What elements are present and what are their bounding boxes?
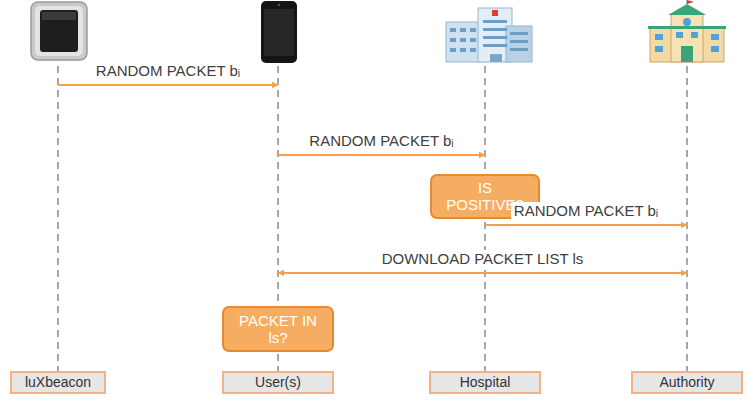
message-label: DOWNLOAD PACKET LIST ls	[379, 250, 587, 268]
node-text: Hospital	[460, 375, 511, 390]
message-label: RANDOM PACKET bᵢ	[511, 202, 661, 220]
lifeline	[484, 66, 486, 371]
node-text: Authority	[659, 375, 714, 390]
node-text: PACKET IN ls?	[232, 312, 324, 347]
beacon-icon	[31, 2, 87, 60]
participant-box: Hospital	[429, 371, 541, 394]
participant-box: Authority	[631, 371, 743, 394]
lifeline	[686, 66, 688, 371]
participant-box: User(s)	[222, 371, 334, 394]
lifelines	[58, 66, 687, 371]
phone-icon	[261, 1, 297, 63]
node-text: User(s)	[255, 375, 301, 390]
authority-icon	[648, 0, 726, 62]
message-label: RANDOM PACKET bᵢ	[93, 62, 243, 80]
message-label: RANDOM PACKET bᵢ	[306, 132, 456, 150]
message-arrow	[485, 224, 687, 226]
hospital-icon	[446, 8, 532, 62]
participant-box: luXbeacon	[10, 371, 106, 394]
node-text: luXbeacon	[25, 375, 91, 390]
decision-box: PACKET IN ls?	[222, 306, 334, 352]
message-arrow	[58, 84, 278, 86]
message-arrow	[278, 272, 687, 274]
message-arrow	[278, 154, 485, 156]
lifeline	[57, 66, 59, 371]
